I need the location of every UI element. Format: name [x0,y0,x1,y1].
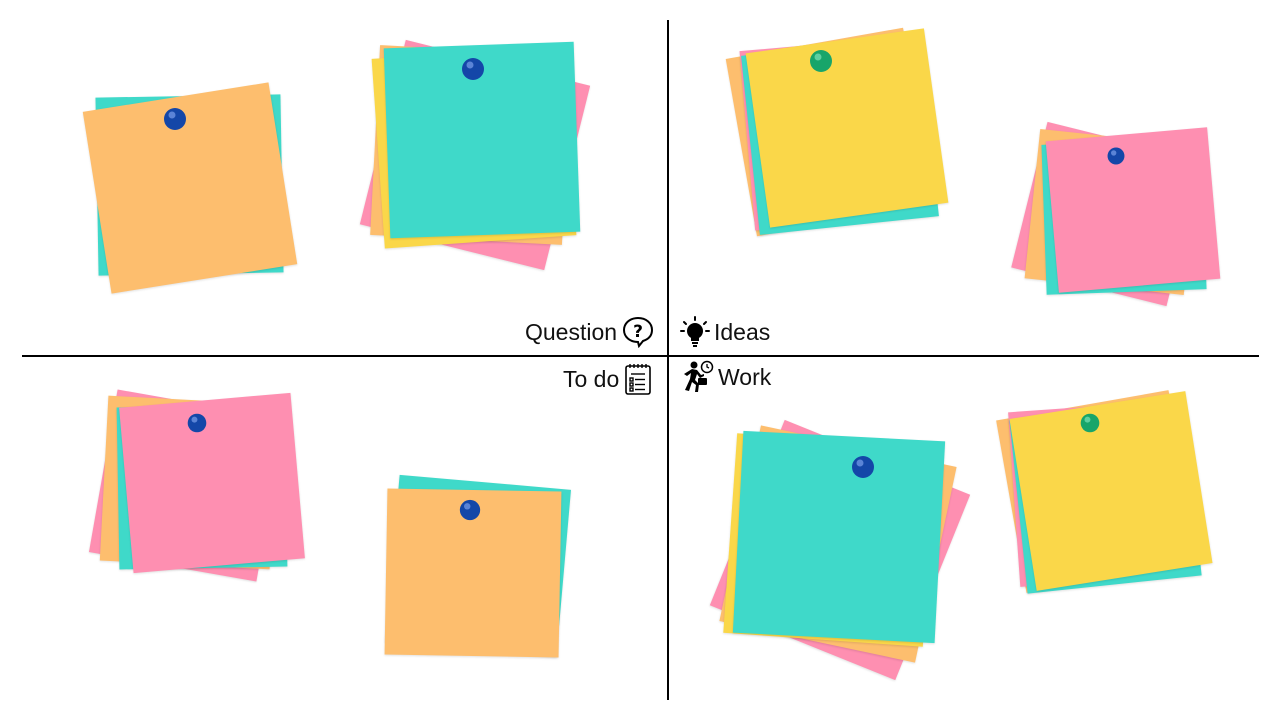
sticky-note-stack [700,410,980,685]
pushpin-icon [187,413,207,433]
quadrant-label-question: Question ? [525,316,655,348]
pushpin-icon [462,58,484,80]
sticky-note-stack [1011,121,1227,314]
svg-text:?: ? [633,322,643,342]
todo-label-text: To do [563,365,620,392]
lightbulb-icon [680,316,710,348]
sticky-note-stack [82,388,317,593]
question-label-text: Question [525,318,618,345]
vertical-axis [667,20,669,700]
horizontal-axis [22,355,1259,357]
sticky-note[interactable] [745,28,949,228]
work-label-text: Work [718,363,772,390]
pushpin-icon [459,499,481,521]
pushpin-icon [1080,413,1100,433]
sticky-note[interactable] [1009,391,1213,591]
pushpin-icon [810,50,832,72]
pushpin-icon [1107,147,1125,165]
running-person-clock-icon [682,360,714,394]
sticky-note-stack [994,382,1224,607]
pushpin-icon [852,456,874,478]
sticky-note[interactable] [1045,127,1221,293]
sticky-note[interactable] [119,392,305,574]
sticky-note-stack [722,18,962,248]
checklist-icon [623,362,653,396]
quadrant-label-todo: To do [563,362,653,396]
sticky-note-stack [350,30,600,271]
quadrant-label-ideas: Ideas [680,316,770,348]
sticky-note-stack [82,78,312,303]
sticky-note-stack [370,470,580,675]
ideas-label-text: Ideas [714,318,771,345]
sticky-note[interactable] [82,82,298,294]
quadrant-label-work: Work [682,360,771,394]
pushpin-icon [164,108,186,130]
sticky-note[interactable] [732,430,946,644]
question-bubble-icon: ? [621,316,655,348]
